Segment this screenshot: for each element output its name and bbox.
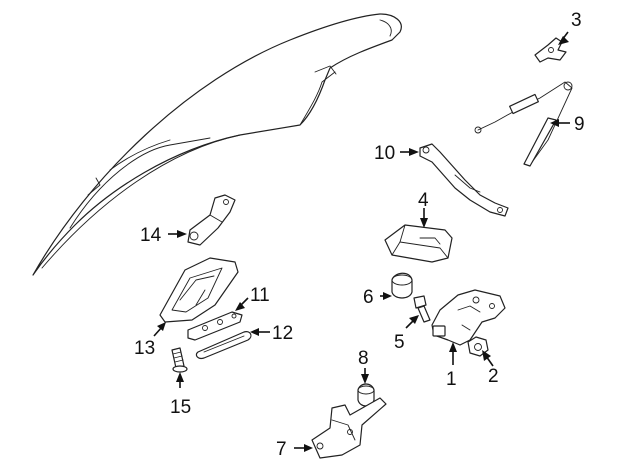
callout-8: 8 — [358, 348, 369, 384]
part-13-handle-housing — [159, 257, 239, 323]
callout-1: 1 — [446, 342, 457, 390]
callout-3: 3 — [558, 10, 582, 45]
part-5-bolt — [413, 295, 431, 323]
callout-14: 14 — [140, 225, 187, 246]
part-14-bracket — [187, 194, 236, 246]
callout-10: 10 — [374, 143, 419, 164]
callout-13: 13 — [134, 322, 166, 359]
callout-1-label: 1 — [446, 369, 457, 390]
trunk-lid — [32, 13, 402, 276]
part-12-seal — [195, 331, 252, 360]
callout-12-label: 12 — [272, 323, 293, 344]
part-4-module — [384, 224, 453, 263]
callout-6: 6 — [363, 287, 392, 308]
callout-4: 4 — [418, 190, 429, 228]
callout-15: 15 — [170, 372, 191, 418]
callout-6-label: 6 — [363, 287, 374, 308]
callout-7: 7 — [276, 439, 313, 460]
callout-5-label: 5 — [394, 332, 405, 353]
callout-13-label: 13 — [134, 338, 155, 359]
part-8-bumper — [357, 383, 375, 407]
callout-10-label: 10 — [374, 143, 395, 164]
callout-7-label: 7 — [276, 439, 287, 460]
callout-8-label: 8 — [358, 348, 369, 369]
part-1-latch — [431, 289, 506, 346]
callout-15-label: 15 — [170, 397, 191, 418]
part-11-switch — [187, 311, 243, 341]
callout-11: 11 — [235, 285, 270, 311]
callout-14-label: 14 — [140, 225, 162, 246]
callout-9-label: 9 — [574, 114, 585, 135]
part-6-bumper — [391, 272, 413, 299]
callout-12: 12 — [250, 323, 293, 344]
part-15-screw — [171, 347, 188, 373]
callout-2: 2 — [482, 350, 499, 387]
part-7-striker-bracket — [311, 397, 387, 459]
callout-11-label: 11 — [250, 285, 270, 306]
callout-4-label: 4 — [418, 190, 429, 211]
callout-2-label: 2 — [488, 366, 499, 387]
callout-3-label: 3 — [571, 10, 582, 31]
part-10-hinge-arm — [419, 143, 509, 217]
callout-9: 9 — [550, 114, 585, 135]
part-3-bracket — [534, 37, 567, 63]
callout-5: 5 — [394, 315, 419, 353]
part-9-strut — [474, 81, 573, 167]
